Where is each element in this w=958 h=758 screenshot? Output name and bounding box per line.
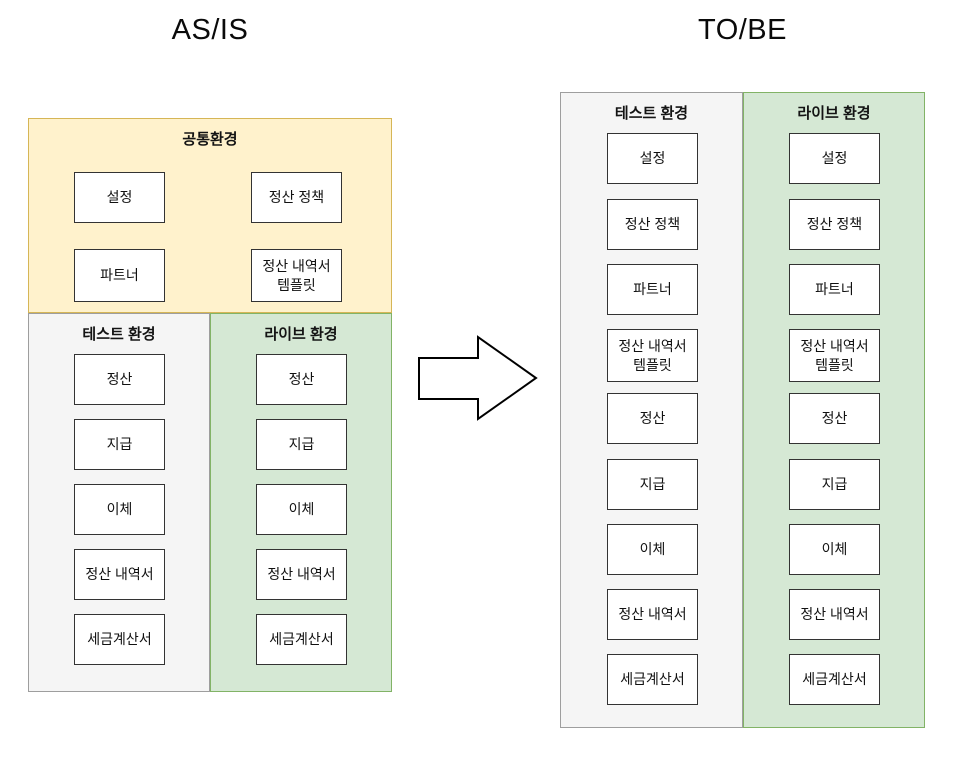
module-box: 이체 xyxy=(607,524,698,575)
module-box: 정산 내역서 템플릿 xyxy=(607,329,698,382)
asis-to-tobe-arrow xyxy=(410,330,545,425)
module-box: 지급 xyxy=(74,419,165,470)
module-box: 이체 xyxy=(74,484,165,535)
module-box: 설정 xyxy=(74,172,165,223)
module-box: 설정 xyxy=(789,133,880,184)
module-box: 정산 내역서 xyxy=(789,589,880,640)
tobe-test-env-section: 테스트 환경 설정 정산 정책 파트너 정산 내역서 템플릿 정산 지급 이체 … xyxy=(560,92,743,728)
module-box: 지급 xyxy=(607,459,698,510)
tobe-live-env-label: 라이브 환경 xyxy=(797,105,871,122)
module-box: 세금계산서 xyxy=(74,614,165,665)
module-box: 정산 xyxy=(256,354,347,405)
module-box: 이체 xyxy=(256,484,347,535)
module-box: 파트너 xyxy=(607,264,698,315)
asis-test-env-section: 테스트 환경 정산 지급 이체 정산 내역서 세금계산서 xyxy=(28,313,210,692)
right-arrow-icon xyxy=(418,335,538,421)
asis-common-env-label: 공통환경 xyxy=(182,131,238,148)
module-box: 정산 xyxy=(74,354,165,405)
module-box: 지급 xyxy=(256,419,347,470)
module-box: 파트너 xyxy=(74,249,165,302)
module-box: 설정 xyxy=(607,133,698,184)
module-box: 정산 내역서 xyxy=(607,589,698,640)
module-box: 정산 내역서 템플릿 xyxy=(251,249,342,302)
asis-common-env-section: 공통환경 설정 정산 정책 파트너 정산 내역서 템플릿 xyxy=(28,118,392,313)
tobe-test-env-label: 테스트 환경 xyxy=(614,105,689,122)
asis-live-env-label: 라이브 환경 xyxy=(264,326,338,343)
asis-test-env-label: 테스트 환경 xyxy=(82,326,156,343)
module-box: 정산 xyxy=(607,393,698,444)
asis-live-env-section: 라이브 환경 정산 지급 이체 정산 내역서 세금계산서 xyxy=(210,313,392,692)
tobe-live-env-section: 라이브 환경 설정 정산 정책 파트너 정산 내역서 템플릿 정산 지급 이체 … xyxy=(743,92,925,728)
module-box: 세금계산서 xyxy=(607,654,698,705)
module-box: 정산 내역서 xyxy=(256,549,347,600)
module-box: 세금계산서 xyxy=(789,654,880,705)
module-box: 정산 정책 xyxy=(607,199,698,250)
module-box: 정산 정책 xyxy=(789,199,880,250)
module-box: 파트너 xyxy=(789,264,880,315)
module-box: 정산 내역서 템플릿 xyxy=(789,329,880,382)
module-box: 세금계산서 xyxy=(256,614,347,665)
module-box: 정산 xyxy=(789,393,880,444)
tobe-title: TO/BE xyxy=(698,14,787,46)
module-box: 정산 내역서 xyxy=(74,549,165,600)
module-box: 정산 정책 xyxy=(251,172,342,223)
module-box: 이체 xyxy=(789,524,880,575)
asis-title: AS/IS xyxy=(171,14,249,46)
module-box: 지급 xyxy=(789,459,880,510)
